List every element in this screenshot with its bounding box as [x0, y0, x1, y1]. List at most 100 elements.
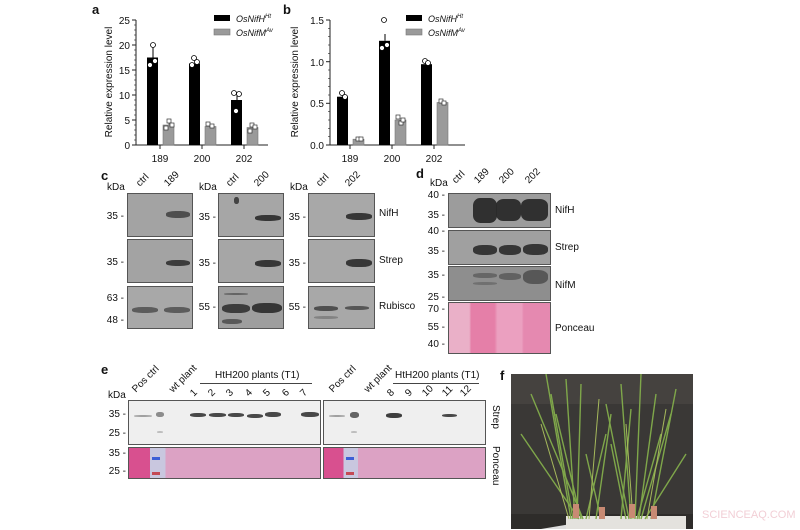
blot-d-nifh [448, 193, 551, 228]
row-label-rubisco: Rubisco [379, 301, 416, 312]
blot-e-right-ponceau [323, 447, 486, 479]
svg-text:OsNifMAv: OsNifMAv [236, 28, 274, 38]
panel-label-d: d [416, 166, 424, 181]
row-label-nifh: NifH [379, 208, 399, 219]
lane-label: 189 [162, 169, 182, 189]
group-underline [393, 383, 479, 384]
lane-label: Pos ctrl [327, 363, 359, 395]
svg-text:OsNifMAv: OsNifMAv [428, 28, 466, 38]
panel-label-e: e [101, 362, 109, 377]
mw-tick: 35 - [427, 210, 445, 221]
lane-label: 12 [458, 383, 474, 399]
lane-label: 3 [224, 387, 236, 399]
svg-text:0.0: 0.0 [310, 141, 324, 152]
svg-text:0.5: 0.5 [310, 99, 324, 110]
lane-label: 10 [420, 383, 436, 399]
svg-text:25: 25 [119, 16, 131, 27]
rice-plants-photo [511, 374, 693, 529]
svg-text:15: 15 [119, 66, 131, 77]
mw-tick: 35 - [427, 246, 445, 257]
svg-text:1.0: 1.0 [310, 58, 324, 69]
blot-c1-rubisco [127, 286, 193, 329]
mw-tick: 35 - [106, 211, 124, 222]
svg-text:189: 189 [152, 154, 169, 165]
lane-label: ctrl [224, 171, 242, 189]
lane-label: 5 [261, 387, 273, 399]
mw-tick: 35 - [427, 270, 445, 281]
svg-text:202: 202 [236, 154, 253, 165]
blot-e-left-strep [128, 400, 321, 445]
row-label-strep: Strep [490, 405, 501, 429]
blot-c1-nifh [127, 193, 193, 237]
svg-text:200: 200 [194, 154, 211, 165]
svg-text:OsNifHHt: OsNifHHt [236, 14, 271, 24]
lane-label: 2 [206, 387, 218, 399]
mw-tick: 35 - [108, 448, 126, 459]
lane-label: 7 [298, 387, 310, 399]
row-label-strep: Strep [379, 255, 403, 266]
lane-label: 6 [280, 387, 292, 399]
panel-label-b: b [283, 2, 291, 17]
blot-c3-rubisco [308, 286, 375, 329]
svg-text:20: 20 [119, 41, 131, 52]
panel-label-f: f [500, 368, 505, 383]
lane-label: ctrl [450, 168, 468, 186]
kda-label: kDa [107, 182, 125, 193]
lane-label: ctrl [314, 171, 332, 189]
svg-text:10: 10 [119, 91, 131, 102]
blot-c3-strep [308, 239, 375, 283]
row-label-strep: Strep [555, 242, 579, 253]
blot-c3-nifh [308, 193, 375, 237]
lane-label: 202 [343, 169, 363, 189]
blot-d-strep [448, 230, 551, 265]
lane-label: Pos ctrl [130, 363, 162, 395]
mw-tick: 35 - [198, 258, 216, 269]
lane-label: 200 [252, 169, 272, 189]
svg-text:1.5: 1.5 [310, 16, 324, 27]
blot-c2-rubisco [218, 286, 284, 329]
svg-text:0: 0 [124, 141, 130, 152]
svg-text:Relative expression level: Relative expression level [290, 27, 301, 138]
svg-text:OsNifHHt: OsNifHHt [428, 14, 463, 24]
mw-tick: 35 - [106, 257, 124, 268]
mw-tick: 55 - [288, 302, 306, 313]
group-label: HtH200 plants (T1) [395, 370, 480, 381]
mw-tick: 55 - [198, 302, 216, 313]
mw-tick: 48 - [106, 315, 124, 326]
group-label: HtH200 plants (T1) [215, 370, 300, 381]
svg-text:5: 5 [124, 116, 130, 127]
kda-label: kDa [199, 182, 217, 193]
mw-tick: 55 - [427, 322, 445, 333]
mw-tick: 40 - [427, 226, 445, 237]
panel-label-a: a [92, 2, 100, 17]
kda-label: kDa [430, 178, 448, 189]
lane-label: ctrl [134, 171, 152, 189]
blot-e-left-ponceau [128, 447, 321, 479]
mw-tick: 70 - [427, 304, 445, 315]
mw-tick: 35 - [288, 258, 306, 269]
svg-text:Relative expression level: Relative expression level [104, 27, 115, 138]
blot-d-ponceau [448, 302, 551, 354]
group-underline [200, 383, 312, 384]
blot-d-nifm [448, 266, 551, 301]
chart-b: 0.0 0.5 1.0 1.5 Relative expression leve… [290, 14, 466, 165]
svg-text:202: 202 [426, 154, 443, 165]
mw-tick: 25 - [427, 292, 445, 303]
lane-label: 1 [188, 387, 200, 399]
mw-tick: 63 - [106, 293, 124, 304]
mw-tick: 25 - [108, 466, 126, 477]
mw-tick: 35 - [108, 409, 126, 420]
row-label-ponceau: Ponceau [555, 323, 595, 334]
row-label-nifm: NifM [555, 280, 576, 291]
mw-tick: 35 - [288, 212, 306, 223]
svg-text:200: 200 [384, 154, 401, 165]
lane-label: 11 [440, 383, 456, 399]
lane-label: 200 [497, 166, 517, 186]
mw-tick: 40 - [427, 190, 445, 201]
blot-c1-strep [127, 239, 193, 283]
watermark: SCIENCEAQ.COM [702, 509, 796, 521]
row-label-nifh: NifH [555, 205, 575, 216]
blot-e-right-strep [323, 400, 486, 445]
blot-c2-nifh [218, 193, 284, 237]
mw-tick: 25 - [108, 428, 126, 439]
